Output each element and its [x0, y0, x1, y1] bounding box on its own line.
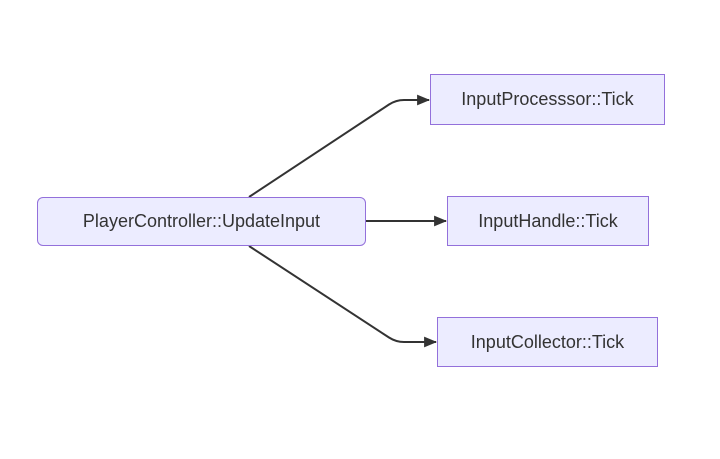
- node-label: InputCollector::Tick: [470, 331, 625, 352]
- node-inputprocesssor-tick: InputProcesssor::Tick: [430, 74, 665, 125]
- edge-updateinput-to-inputcollector: [248, 245, 438, 348]
- node-playercontroller-updateinput: PlayerController::UpdateInput: [37, 197, 366, 246]
- node-label: InputHandle::Tick: [478, 210, 618, 231]
- node-inputhandle-tick: InputHandle::Tick: [447, 196, 649, 246]
- node-label: PlayerController::UpdateInput: [82, 211, 321, 231]
- edge-updateinput-to-inputprocesssor: [248, 94, 431, 198]
- node-inputcollector-tick: InputCollector::Tick: [437, 317, 658, 367]
- node-label: InputProcesssor::Tick: [461, 89, 634, 109]
